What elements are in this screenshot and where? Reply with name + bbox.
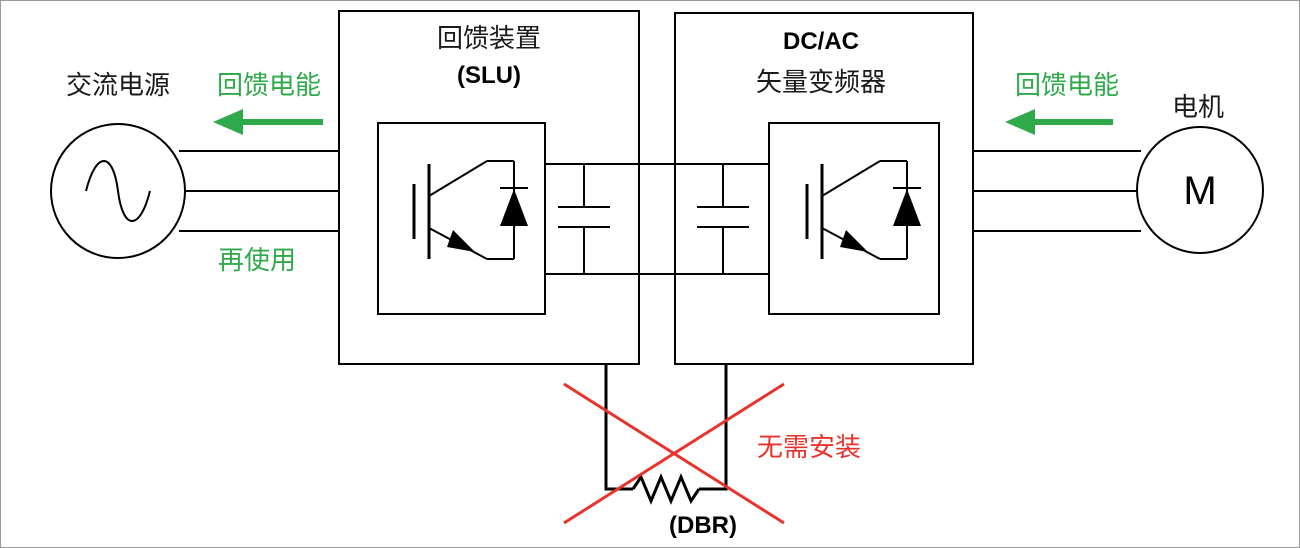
no-install-label: 无需安装: [757, 433, 861, 463]
resistor-zigzag: [631, 473, 701, 505]
feedback-energy-label-left: 回馈电能: [217, 71, 321, 101]
reuse-label: 再使用: [218, 246, 296, 276]
feedback-arrow-right: [1005, 109, 1113, 135]
motor-symbol-letter: M: [1183, 169, 1216, 213]
slu-unit-box: [338, 10, 640, 365]
motor-label: 电机: [1172, 93, 1224, 123]
feedback-energy-label-right: 回馈电能: [1015, 71, 1119, 101]
inverter-unit-box: [674, 12, 974, 365]
motor-three-phase-lines: [973, 150, 1141, 232]
motor-symbol: [1136, 126, 1264, 254]
slu-igbt-box: [377, 122, 546, 315]
inverter-igbt-box: [768, 122, 940, 315]
ac-source-label: 交流电源: [66, 71, 170, 101]
feedback-arrow-left: [213, 109, 323, 135]
slu-igbt-symbol: [412, 160, 528, 260]
dbr-resistor-circuit: [604, 364, 728, 505]
ac-source-symbol: [50, 123, 186, 259]
ac-three-phase-lines: [179, 150, 339, 232]
inverter-igbt-symbol: [805, 160, 921, 260]
slu-subtitle: (SLU): [457, 62, 521, 89]
inverter-title: DC/AC: [783, 28, 859, 55]
inverter-subtitle: 矢量变频器: [756, 68, 886, 98]
dc-bus: [545, 163, 769, 275]
dbr-label: (DBR): [669, 512, 737, 539]
red-cross-mark: [563, 382, 785, 525]
slu-title: 回馈装置: [437, 24, 541, 54]
